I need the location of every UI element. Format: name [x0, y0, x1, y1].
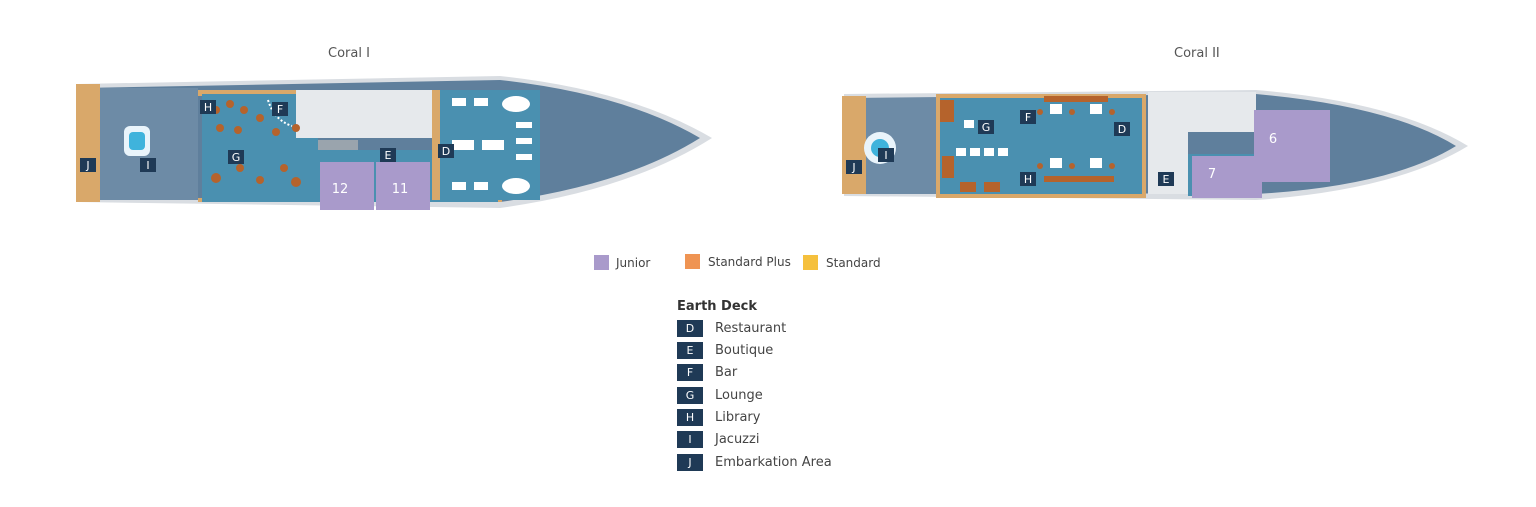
legend-label-junior: Junior — [616, 256, 651, 270]
map-badge-f: F — [1020, 110, 1036, 124]
key-badge-e: E — [677, 342, 703, 359]
key-badge-j: J — [677, 454, 703, 471]
key-label-jacuzzi: Jacuzzi — [715, 432, 760, 447]
map-badge-i: I — [878, 148, 894, 162]
map-badge-g: G — [228, 150, 244, 164]
map-badge-i: I — [140, 158, 156, 172]
svg-text:G: G — [232, 151, 241, 164]
map-badge-j: J — [80, 158, 96, 172]
svg-text:G: G — [982, 121, 991, 134]
cabin-12 — [320, 162, 374, 210]
key-label-bar: Bar — [715, 365, 738, 380]
ship-title-coral-2: Coral II — [1174, 46, 1220, 61]
svg-text:D: D — [442, 145, 450, 158]
legend-swatch-standard-plus — [685, 254, 700, 269]
ship-plan-coral-2: J I G F D H E 7 6 — [842, 90, 1468, 200]
key-label-embarkation-area: Embarkation Area — [715, 455, 832, 470]
key-badge-h: H — [677, 409, 703, 426]
map-badge-d: D — [438, 144, 454, 158]
svg-text:D: D — [1118, 123, 1126, 136]
map-badge-g: G — [978, 120, 994, 134]
svg-text:I: I — [146, 159, 149, 172]
map-badge-h: H — [200, 100, 216, 114]
map-badge-h: H — [1020, 172, 1036, 186]
key-badge-i: I — [677, 431, 703, 448]
key-badge-f: F — [677, 364, 703, 381]
svg-text:H: H — [204, 101, 212, 114]
cabin-number-6: 6 — [1269, 132, 1277, 147]
deck-title: Earth Deck — [677, 299, 758, 314]
svg-text:H: H — [1024, 173, 1032, 186]
svg-text:I: I — [884, 149, 887, 162]
map-badge-e: E — [1158, 172, 1174, 186]
svg-text:E: E — [385, 149, 392, 162]
key-label-library: Library — [715, 410, 761, 425]
key-label-boutique: Boutique — [715, 343, 774, 358]
boutique-block — [296, 90, 436, 138]
cabin-number-12: 12 — [332, 182, 349, 197]
cabin-6 — [1254, 110, 1330, 182]
ship-title-coral-1: Coral I — [328, 46, 370, 61]
map-badge-e: E — [380, 148, 396, 162]
svg-text:F: F — [277, 103, 283, 116]
svg-text:F: F — [1025, 111, 1031, 124]
legend-swatch-junior — [594, 255, 609, 270]
stern-platform — [76, 84, 100, 202]
key-badge-d: D — [677, 320, 703, 337]
legend-label-standard-plus: Standard Plus — [708, 255, 791, 269]
map-badge-d: D — [1114, 122, 1130, 136]
svg-text:J: J — [85, 159, 89, 172]
cabin-7 — [1192, 156, 1262, 198]
legend-label-standard: Standard — [826, 256, 881, 270]
key-label-lounge: Lounge — [715, 388, 763, 403]
legend-swatch-standard — [803, 255, 818, 270]
boutique-block — [1148, 92, 1256, 132]
cabin-number-7: 7 — [1208, 167, 1216, 182]
cabin-11 — [376, 162, 430, 210]
cabin-number-11: 11 — [392, 182, 409, 197]
map-badge-f: F — [272, 102, 288, 116]
ship-plan-coral-1: J I H F G E D 12 11 — [76, 76, 712, 210]
svg-text:E: E — [1163, 173, 1170, 186]
stern-platform — [842, 96, 866, 194]
key-badge-g: G — [677, 387, 703, 404]
key-label-restaurant: Restaurant — [715, 321, 787, 336]
svg-text:J: J — [851, 161, 855, 174]
map-badge-j: J — [846, 160, 862, 174]
